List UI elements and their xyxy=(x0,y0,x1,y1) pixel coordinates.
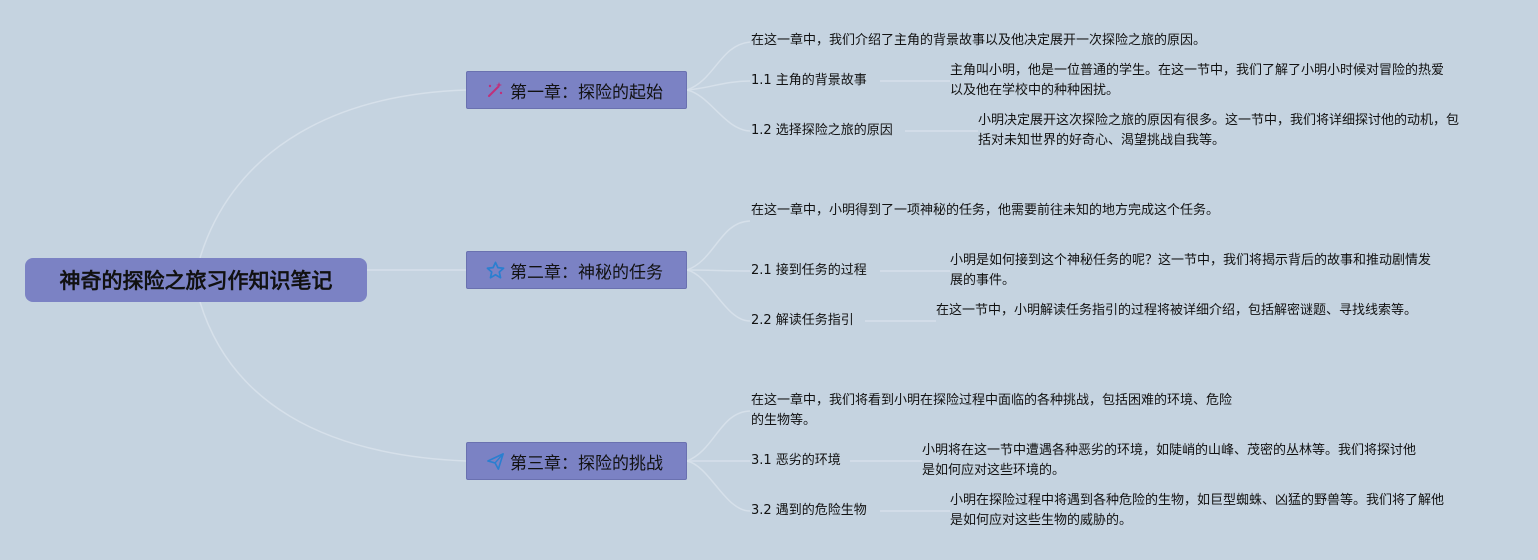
connector-ch1-summary xyxy=(686,41,751,91)
section-2-2-title[interactable]: 2.2 解读任务指引 xyxy=(751,313,854,328)
connector-root-ch3 xyxy=(199,301,467,462)
section-1-1-title[interactable]: 1.1 主角的背景故事 xyxy=(751,73,867,88)
section-1-2-title[interactable]: 1.2 选择探险之旅的原因 xyxy=(751,123,893,138)
section-2-2-detail: 在这一节中，小明解读任务指引的过程将被详细介绍，包括解密谜题、寻找线索等。 xyxy=(936,303,1418,318)
chapter-3-node[interactable]: 第三章：探险的挑战 xyxy=(466,442,687,480)
section-3-2-title[interactable]: 3.2 遇到的危险生物 xyxy=(751,503,867,518)
connector-ch2-sec2 xyxy=(686,269,751,322)
connector-ch2-sec1 xyxy=(686,269,751,272)
connector-root-ch1 xyxy=(199,89,467,259)
section-1-2-detail: 小明决定展开这次探险之旅的原因有很多。这一节中，我们将详细探讨他的动机，包括对未… xyxy=(978,113,1460,148)
connector-ch1-sec1 xyxy=(686,80,751,91)
chapter-1-label: 第一章：探险的起始 xyxy=(510,82,663,103)
connector-ch2-summary xyxy=(686,220,751,271)
star-icon xyxy=(485,260,505,280)
chapter-1-summary: 在这一章中，我们介绍了主角的背景故事以及他决定展开一次探险之旅的原因。 xyxy=(751,33,1207,48)
chapter-2-label: 第二章：神秘的任务 xyxy=(510,262,663,283)
magic-wand-icon xyxy=(485,80,505,100)
connector-ch3-summary xyxy=(686,410,751,462)
chapter-3-label: 第三章：探险的挑战 xyxy=(510,453,663,474)
section-3-2-detail: 小明在探险过程中将遇到各种危险的生物，如巨型蜘蛛、凶猛的野兽等。我们将了解他是如… xyxy=(950,493,1445,528)
section-3-1-detail: 小明将在这一节中遭遇各种恶劣的环境，如陡峭的山峰、茂密的丛林等。我们将探讨他是如… xyxy=(922,443,1417,478)
chapter-2-summary: 在这一章中，小明得到了一项神秘的任务，他需要前往未知的地方完成这个任务。 xyxy=(751,203,1220,218)
section-2-1-detail: 小明是如何接到这个神秘任务的呢？这一节中，我们将揭示背后的故事和推动剧情发展的事… xyxy=(950,253,1432,288)
connector-ch1-sec2 xyxy=(686,89,751,132)
section-2-1-title[interactable]: 2.1 接到任务的过程 xyxy=(751,263,867,278)
chapter-3-summary: 在这一章中，我们将看到小明在探险过程中面临的各种挑战，包括困难的环境、危险的生物… xyxy=(751,393,1233,428)
chapter-2-node[interactable]: 第二章：神秘的任务 xyxy=(466,251,687,289)
section-3-1-title[interactable]: 3.1 恶劣的环境 xyxy=(751,453,841,468)
root-topic-label: 神奇的探险之旅习作知识笔记 xyxy=(59,269,333,293)
chapter-1-node[interactable]: 第一章：探险的起始 xyxy=(466,71,687,109)
root-topic[interactable]: 神奇的探险之旅习作知识笔记 xyxy=(25,258,367,302)
connector-ch3-sec2 xyxy=(686,460,751,512)
paper-plane-icon xyxy=(485,451,505,471)
section-1-1-detail: 主角叫小明，他是一位普通的学生。在这一节中，我们了解了小明小时候对冒险的热爱以及… xyxy=(950,63,1445,98)
